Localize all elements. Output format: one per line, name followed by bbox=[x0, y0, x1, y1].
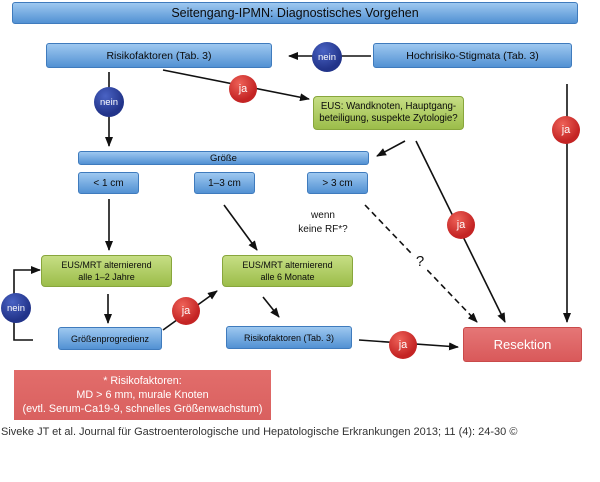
decision-ja-eus-to-resektion: ja bbox=[447, 211, 475, 239]
node-size-medium: 1–3 cm bbox=[194, 172, 255, 194]
decision-ja-risikofaktoren-to-eus: ja bbox=[229, 75, 257, 103]
arrow-size-medium-to-surveillance-6 bbox=[223, 204, 258, 251]
node-eus-question-line-2: beteiligung, suspekte Zytologie? bbox=[319, 113, 458, 124]
node-size-small-label: < 1 cm bbox=[93, 177, 124, 189]
node-size-large-label: > 3 cm bbox=[322, 177, 353, 189]
node-resektion-label: Resektion bbox=[493, 337, 552, 352]
node-groesse: Größe bbox=[78, 151, 369, 165]
decision-nein-hochrisiko-to-risikofaktoren: nein bbox=[312, 42, 342, 72]
annotation-conditional-line-2: keine RF*? bbox=[298, 224, 348, 235]
node-risikofaktoren-bottom: Risikofaktoren (Tab. 3) bbox=[226, 326, 352, 349]
node-eus-question-line-1: EUS: Wandknoten, Hauptgang- bbox=[320, 101, 457, 112]
arrow-surveillance-6-to-risikofaktoren-bottom bbox=[262, 296, 280, 318]
annotation-conditional-line-1: wenn bbox=[311, 210, 335, 221]
decision-nein-progredienz-loop: nein bbox=[1, 293, 31, 323]
node-groesse-label: Größe bbox=[210, 152, 237, 164]
footnote-line-2: MD > 6 mm, murale Knoten bbox=[76, 389, 209, 401]
node-groessenprogredienz: Größenprogredienz bbox=[58, 327, 162, 350]
decision-nein-risikofaktoren-to-groesse: nein bbox=[94, 87, 124, 117]
node-surveillance-6-months: EUS/MRT alternierend alle 6 Monate bbox=[222, 255, 353, 287]
decision-ja-risikofaktoren-bottom-to-resektion: ja bbox=[389, 331, 417, 359]
node-surveillance-1-2-line-2: alle 1–2 Jahre bbox=[78, 272, 135, 282]
node-size-small: < 1 cm bbox=[78, 172, 139, 194]
node-risikofaktoren-top: Risikofaktoren (Tab. 3) bbox=[46, 43, 272, 68]
footnote-line-1: * Risikofaktoren: bbox=[103, 375, 182, 387]
diagram-title-bar: Seitengang-IPMN: Diagnostisches Vorgehen bbox=[12, 2, 578, 24]
node-eus-question: EUS: Wandknoten, Hauptgang- beteiligung,… bbox=[313, 96, 464, 130]
node-size-large: > 3 cm bbox=[307, 172, 368, 194]
annotation-conditional: wenn keine RF*? bbox=[290, 209, 356, 237]
node-risikofaktoren-bottom-label: Risikofaktoren (Tab. 3) bbox=[243, 332, 335, 343]
footnote-risikofaktoren: * Risikofaktoren: MD > 6 mm, murale Knot… bbox=[14, 370, 271, 420]
arrow-eus-to-groesse bbox=[376, 140, 406, 157]
node-surveillance-6-line-2: alle 6 Monate bbox=[260, 272, 315, 282]
node-risikofaktoren-top-label: Risikofaktoren (Tab. 3) bbox=[106, 49, 212, 62]
decision-ja-hochrisiko-to-resektion: ja bbox=[552, 116, 580, 144]
node-resektion: Resektion bbox=[463, 327, 582, 362]
node-surveillance-1-2-line-1: EUS/MRT alternierend bbox=[61, 260, 152, 270]
node-size-medium-label: 1–3 cm bbox=[208, 177, 241, 189]
annotation-question-mark: ? bbox=[413, 252, 427, 272]
citation-text: Siveke JT et al. Journal für Gastroenter… bbox=[1, 426, 518, 438]
node-groessenprogredienz-label: Größenprogredienz bbox=[70, 333, 150, 344]
decision-ja-progredienz-to-surveillance-6: ja bbox=[172, 297, 200, 325]
footnote-line-3: (evtl. Serum-Ca19-9, schnelles Größenwac… bbox=[22, 403, 263, 415]
node-surveillance-6-line-1: EUS/MRT alternierend bbox=[242, 260, 333, 270]
node-surveillance-1-2-years: EUS/MRT alternierend alle 1–2 Jahre bbox=[41, 255, 172, 287]
node-hochrisiko-stigmata: Hochrisiko-Stigmata (Tab. 3) bbox=[373, 43, 572, 68]
diagram-title: Seitengang-IPMN: Diagnostisches Vorgehen bbox=[171, 6, 419, 20]
node-hochrisiko-stigmata-label: Hochrisiko-Stigmata (Tab. 3) bbox=[406, 49, 539, 62]
